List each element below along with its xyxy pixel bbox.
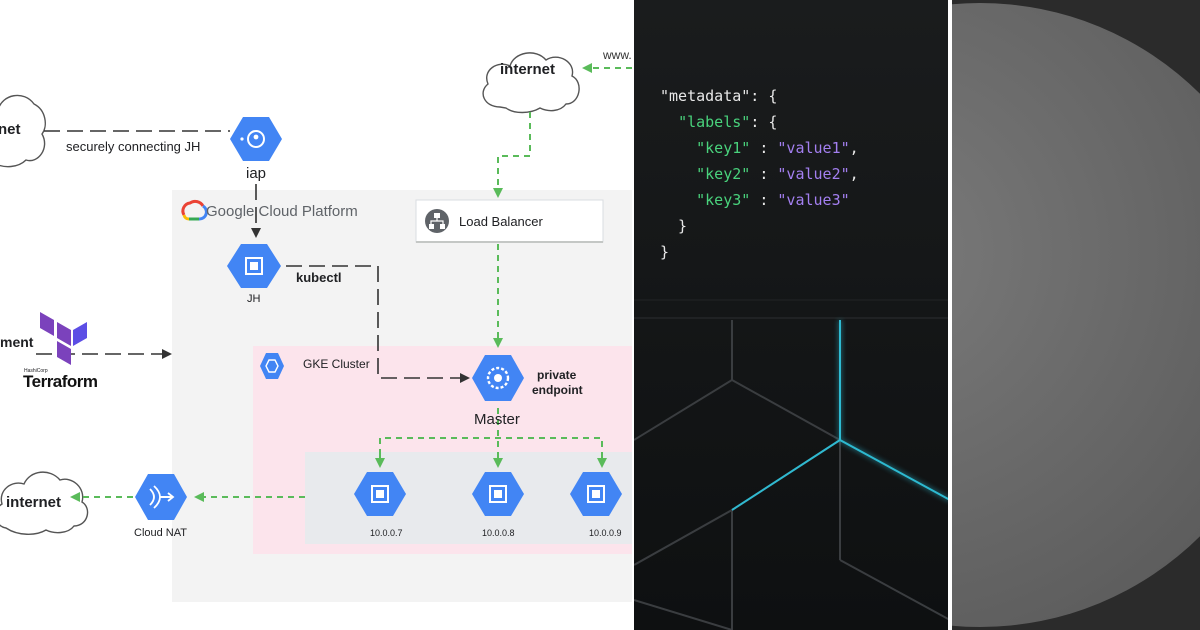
code-punct: : [750, 165, 778, 183]
gcp-label: Google Cloud Platform [206, 203, 358, 220]
code-line: "key2" : "value2", [660, 165, 859, 183]
terraform-small-label: HashiCorp [24, 368, 48, 374]
node-icon-1 [354, 472, 406, 516]
node-ip-2: 10.0.0.8 [482, 528, 515, 538]
code-punct [660, 165, 696, 183]
node-icon-2 [472, 472, 524, 516]
node-icon-3 [570, 472, 622, 516]
diagram-canvas [0, 52, 634, 602]
node-ip-3: 10.0.0.9 [589, 528, 622, 538]
cloud-nat-icon [135, 474, 187, 520]
terraform-logo-icon [40, 312, 87, 365]
internet-cloud-bottom [0, 471, 89, 535]
jh-vm-icon [227, 244, 281, 288]
large-gray-circle [952, 3, 1200, 627]
abstract-circle-panel [952, 0, 1200, 630]
internet-cloud-left-label: net [0, 121, 21, 138]
code-value: "value3" [777, 191, 850, 209]
jh-label: JH [247, 293, 261, 305]
gke-cluster-label: GKE Cluster [303, 357, 370, 371]
internet-cloud-top-label: internet [500, 61, 556, 78]
code-punct: } [660, 243, 670, 261]
code-punct: : [750, 139, 778, 157]
iap-icon [230, 117, 282, 161]
code-punct: , [849, 139, 859, 157]
private-endpoint-line1: private [537, 368, 577, 382]
internet-cloud-left [0, 94, 46, 168]
private-endpoint-line2: endpoint [532, 383, 583, 397]
panel-divider-2 [948, 0, 952, 630]
code-punct [660, 191, 696, 209]
master-icon [472, 355, 524, 401]
code-punct [660, 139, 696, 157]
gke-icon [260, 353, 284, 379]
code-line: "key3" : "value3" [660, 191, 850, 209]
internet-cloud-top [482, 52, 580, 114]
code-punct: } [660, 217, 688, 235]
node-ip-1: 10.0.0.7 [370, 528, 403, 538]
load-balancer-icon [425, 209, 449, 233]
www-label: www. [603, 48, 632, 62]
code-punct: : { [750, 113, 778, 131]
code-punct [660, 113, 678, 131]
kubectl-label: kubectl [296, 270, 342, 285]
code-key: "key1" [696, 139, 751, 157]
architecture-diagram: internet www. net securely connecting JH… [0, 48, 634, 602]
code-line: } [660, 217, 687, 235]
circle-graphic [952, 0, 1200, 630]
code-key: "labels" [678, 113, 751, 131]
internet-cloud-bottom-label: internet [6, 494, 62, 511]
load-balancer-label: Load Balancer [459, 214, 543, 229]
code-line: "metadata": { [660, 87, 777, 105]
code-snippet-panel: "metadata": { "labels": { "key1" : "valu… [634, 0, 950, 630]
panel-divider-1 [632, 0, 634, 630]
cloud-nat-label: Cloud NAT [134, 527, 187, 539]
code-punct: : [750, 191, 778, 209]
code-value: "value2" [777, 165, 850, 183]
code-value: "value1" [777, 139, 850, 157]
code-punct: , [849, 165, 859, 183]
master-label: Master [474, 411, 520, 428]
code-key: "key3" [696, 191, 751, 209]
google-cloud-logo-icon [181, 199, 208, 221]
code-line: "key1" : "value1", [660, 139, 859, 157]
iap-connect-label: securely connecting JH [66, 139, 201, 154]
hexagon-background [634, 0, 950, 630]
iap-label: iap [246, 165, 267, 182]
terraform-label: Terraform [23, 372, 98, 391]
code-key: "key2" [696, 165, 751, 183]
code-line: } [660, 243, 669, 261]
code-line: "labels": { [660, 113, 777, 131]
deployment-label: ment [0, 334, 34, 350]
code-punct: "metadata": { [660, 87, 778, 105]
